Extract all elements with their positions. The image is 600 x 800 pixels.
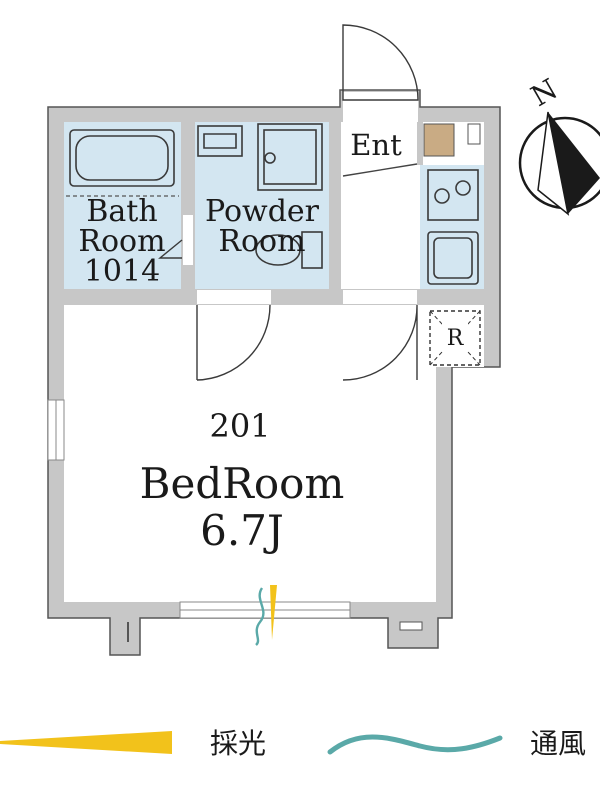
refrigerator-label: R [447,326,465,351]
powder-door-swing [196,304,271,381]
toilet-bowl [255,234,301,266]
balcony-mark-right [399,621,423,631]
toilet-tank [301,231,323,269]
washing-machine-inner [263,129,317,185]
entrance-mat [423,123,455,157]
bath-room-label-3: 1014 [84,254,160,289]
compass-needle-dark [548,112,600,214]
powder-room-label-2: Room [218,224,305,259]
legend-light-swatch [0,731,172,754]
powder-room-label-1: Powder [205,194,320,229]
bath-room-label-2: Room [78,224,165,259]
legend: 採光 通風 [0,727,586,760]
burner-1 [434,188,450,204]
refrigerator-label-bg [442,322,468,352]
hall-door-opening [343,290,417,304]
powder-door-opening [197,290,271,304]
burner-2 [455,180,471,196]
bath-room-floor [64,122,181,289]
washing-machine-pan [257,123,323,191]
washer-drain [264,152,276,164]
bathtub [69,129,175,187]
compass-north-label: N [525,72,563,113]
washbasin-bowl [203,133,237,149]
wall-entrance-kitchen [417,122,423,165]
light-mark [270,585,277,640]
wall-powder-entrance [329,122,341,289]
wall-horizontal [64,289,484,305]
entrance-label: Ent [350,128,402,162]
bedroom-label: BedRoom [140,459,345,508]
kitchen-sink-bowl [433,237,473,279]
entrance-step [342,163,418,177]
unit-number: 201 [209,407,270,445]
bathtub-inner [75,135,169,181]
compass-needle-light [537,111,570,216]
entry-door-opening [343,92,418,122]
hall-door-swing [342,304,418,381]
bedroom-floor [64,305,484,602]
wind-mark [255,587,265,646]
bedroom-size: 6.7J [200,506,284,555]
washbasin-counter [197,125,243,157]
refrigerator-space [429,310,481,366]
legend-light-label: 採光 [210,727,266,760]
bath-room-label-1: Bath [86,194,157,229]
legend-wind-swatch [327,734,503,755]
meter-box [467,123,481,145]
bath-door [158,239,183,259]
entry-door-swing [342,24,419,101]
compass: N [518,72,600,216]
bath-door-opening [183,215,193,265]
stove-top [427,169,479,221]
kitchen-sink [427,231,479,285]
legend-wind-label: 通風 [530,727,586,760]
kitchen-floor [420,165,484,289]
entrance-hall-floor [341,122,420,289]
